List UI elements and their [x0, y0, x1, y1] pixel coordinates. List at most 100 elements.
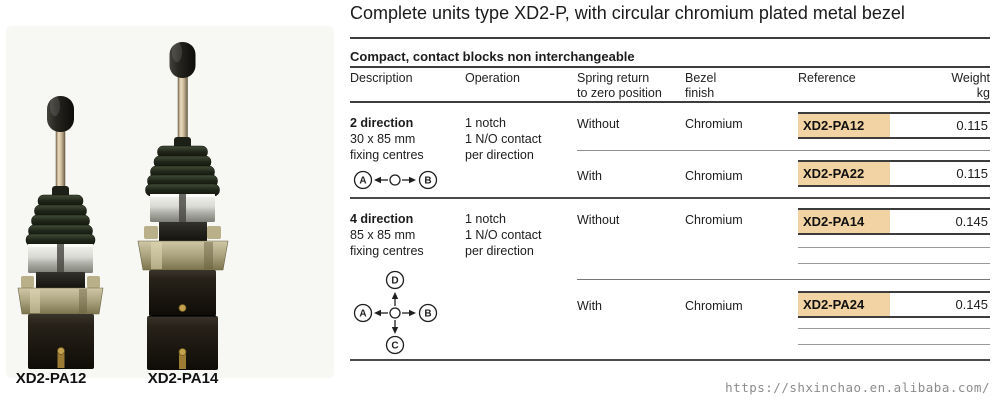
spring-return-value: With [577, 299, 602, 313]
column-header-operation: Operation [465, 71, 520, 85]
header-line: kg [976, 86, 990, 100]
diagram-letter: C [391, 341, 398, 352]
diagram-letter: B [424, 176, 431, 187]
page-title: Complete units type XD2-P, with circular… [350, 3, 905, 23]
contact-block-lower [147, 315, 218, 370]
diagram-letter: D [391, 276, 398, 287]
joystick-xd2-pa14 [137, 42, 229, 370]
product-label-xd2-pa14: XD2-PA14 [147, 370, 219, 387]
spring-return-value: Without [577, 117, 620, 131]
joystick-product-photos [6, 26, 334, 378]
reference-value: XD2-PA22 [803, 166, 865, 181]
watermark-url: https://shxinchao.en.alibaba.com/ [725, 380, 990, 395]
description-line: 85 x 85 mm [350, 228, 416, 242]
section-divider [350, 197, 990, 199]
spec-table: Complete units type XD2-P, with circular… [350, 0, 990, 403]
mounting-ear [21, 276, 34, 288]
reference-weight-cell: XD2-PA22 0.115 [798, 160, 990, 187]
column-header-spring-return: Spring return to zero position [577, 71, 662, 101]
operation-line: per direction [465, 148, 534, 162]
rubber-bellows [25, 186, 96, 247]
description-title: 2 direction [350, 116, 414, 130]
operation-line: 1 notch [465, 116, 507, 130]
contact-block-upper [149, 270, 216, 316]
joystick-shaft [177, 71, 188, 149]
diagram-letter: A [359, 309, 366, 320]
table-bottom-divider [350, 359, 990, 361]
spring-return-value: With [577, 169, 602, 183]
direction-diagram-4way: D A B C [353, 270, 438, 355]
bezel-neck [159, 222, 207, 242]
column-header-reference: Reference [798, 71, 856, 85]
description-block: 2 direction 30 x 85 mm fixing centres [350, 115, 424, 163]
operation-line: 1 N/O contact [465, 132, 542, 146]
bezel-finish-value: Chromium [685, 299, 743, 313]
bezel-neck [36, 272, 85, 289]
reference-value: XD2-PA14 [803, 214, 865, 229]
reference-weight-cell: XD2-PA14 0.145 [798, 208, 990, 235]
reference-highlight: XD2-PA24 [798, 293, 890, 316]
bezel-finish-value: Chromium [685, 213, 743, 227]
row-divider [577, 279, 990, 280]
terminal-screw [57, 351, 65, 368]
description-line: fixing centres [350, 148, 424, 162]
header-line: Bezel [685, 71, 717, 85]
joystick-knob [169, 42, 196, 78]
mounting-nut [137, 240, 229, 271]
joystick-knob [47, 96, 74, 132]
header-line: finish [685, 86, 715, 100]
operation-block: 1 notch 1 N/O contact per direction [465, 115, 541, 163]
divider [350, 66, 990, 68]
bezel-finish-value: Chromium [685, 117, 743, 131]
product-photo-panel: XD2-PA12 XD2-PA14 [0, 0, 340, 403]
divider [350, 101, 990, 103]
direction-diagram-2way: A B [353, 170, 438, 190]
mounting-ear [207, 226, 221, 239]
reference-highlight: XD2-PA14 [798, 210, 890, 233]
column-header-description: Description [350, 71, 413, 85]
operation-block: 1 notch 1 N/O contact per direction [465, 211, 541, 259]
terminal-screw [178, 304, 187, 312]
reference-highlight: XD2-PA22 [798, 162, 890, 185]
empty-row-line [798, 328, 990, 329]
column-header-weight: Weight kg [951, 71, 990, 101]
mounting-ear [87, 276, 100, 288]
mounting-nut [17, 287, 104, 315]
weight-value: 0.145 [955, 297, 988, 312]
header-line: Weight [951, 71, 990, 85]
bezel-finish-value: Chromium [685, 169, 743, 183]
reference-value: XD2-PA24 [803, 297, 865, 312]
terminal-screw [179, 352, 186, 369]
operation-line: 1 notch [465, 212, 507, 226]
description-line: 30 x 85 mm [350, 132, 416, 146]
divider [350, 37, 990, 39]
operation-line: 1 N/O contact [465, 228, 542, 242]
empty-row-line [798, 344, 990, 345]
spring-return-value: Without [577, 213, 620, 227]
reference-weight-cell: XD2-PA12 0.115 [798, 112, 990, 139]
weight-value: 0.115 [956, 118, 988, 133]
empty-row-line [798, 263, 990, 264]
table-subtitle: Compact, contact blocks non interchangea… [350, 49, 635, 64]
reference-value: XD2-PA12 [803, 118, 865, 133]
product-label-xd2-pa12: XD2-PA12 [15, 370, 87, 387]
rubber-bellows [145, 137, 220, 197]
header-line: to zero position [577, 86, 662, 100]
weight-value: 0.145 [955, 214, 988, 229]
row-divider [577, 150, 990, 151]
mounting-ear [144, 226, 158, 239]
diagram-letter: B [424, 309, 431, 320]
description-line: fixing centres [350, 244, 424, 258]
chrome-bezel-ring [28, 244, 93, 273]
reference-highlight: XD2-PA12 [798, 114, 890, 137]
chrome-bezel-ring [150, 194, 215, 222]
empty-row-line [798, 247, 990, 248]
weight-value: 0.115 [956, 166, 988, 181]
column-header-bezel-finish: Bezel finish [685, 71, 716, 101]
header-line: Spring return [577, 71, 650, 85]
reference-weight-cell: XD2-PA24 0.145 [798, 291, 990, 318]
operation-line: per direction [465, 244, 534, 258]
description-block: 4 direction 85 x 85 mm fixing centres [350, 211, 424, 259]
contact-block [28, 314, 94, 369]
